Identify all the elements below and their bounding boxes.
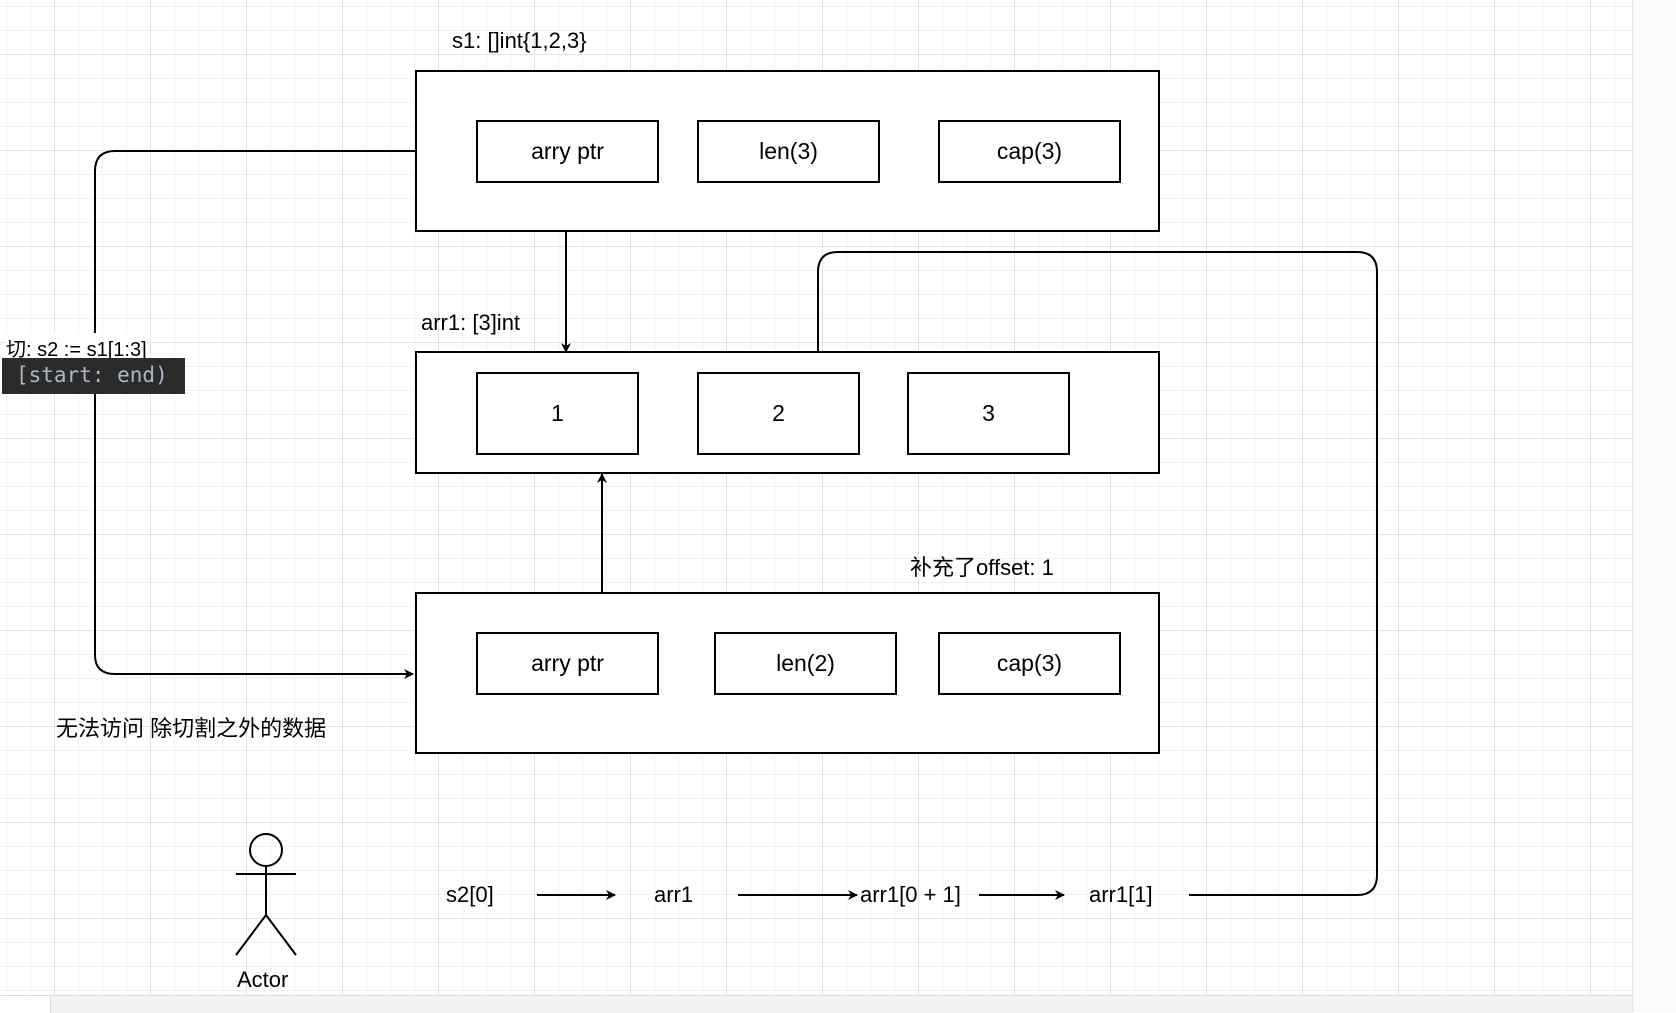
arr1-element-0[interactable]: 1: [476, 372, 639, 455]
bottom-scroll-area[interactable]: [0, 995, 1632, 1013]
slice-operation-label: 切: s2 := s1[1:3]: [6, 333, 147, 362]
chain-step-arr1-index: arr1[1]: [1089, 882, 1153, 907]
chain-step-arr1-offset: arr1[0 + 1]: [860, 882, 961, 907]
arr1-element-2[interactable]: 3: [907, 372, 1070, 455]
slice-range-code-hint: [start: end): [2, 358, 185, 394]
chain-step-arr1: arr1: [654, 882, 694, 907]
slice-connector: [94, 150, 415, 679]
s2-field-len[interactable]: len(2): [714, 632, 897, 695]
right-scroll-area[interactable]: [1632, 0, 1676, 1012]
s1-field-len[interactable]: len(3): [697, 120, 880, 183]
s1-field-cap[interactable]: cap(3): [938, 120, 1121, 183]
actor-label: Actor: [237, 967, 289, 992]
restriction-note: 无法访问 除切割之外的数据: [56, 716, 327, 741]
chain-step-s2-index: s2[0]: [446, 882, 494, 907]
arr1-title: arr1: [3]int: [421, 310, 521, 335]
loop-back-arrow: [813, 251, 1378, 896]
s1-title: s1: []int{1,2,3}: [452, 28, 587, 53]
stick-figure-icon: [235, 833, 297, 956]
s2-field-cap[interactable]: cap(3): [938, 632, 1121, 695]
s1-field-arry-ptr[interactable]: arry ptr: [476, 120, 659, 183]
s2-offset-note: 补充了offset: 1: [910, 555, 1054, 580]
s2-field-arry-ptr[interactable]: arry ptr: [476, 632, 659, 695]
arr1-element-1[interactable]: 2: [697, 372, 860, 455]
